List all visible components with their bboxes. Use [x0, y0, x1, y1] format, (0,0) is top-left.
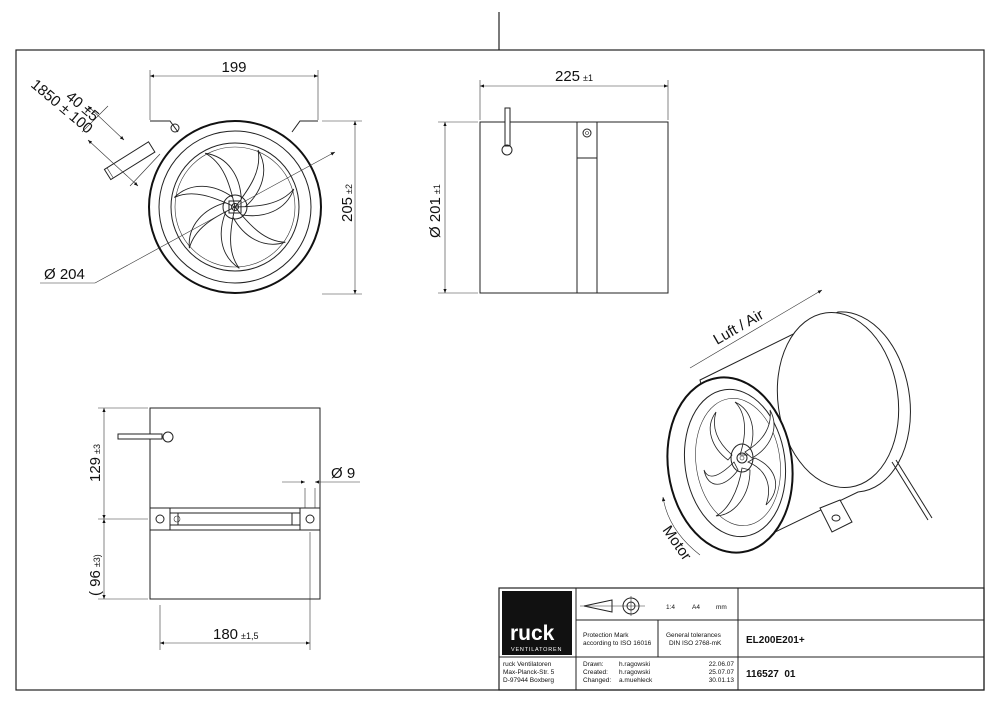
company-street: Max-Planck-Str. 5 [503, 669, 555, 676]
tolerance-standard: DIN ISO 2768-mK [669, 640, 722, 647]
ruck-logo [502, 591, 572, 655]
dim-diameter-204: Ø 204 [44, 266, 85, 283]
created-label: Created: [583, 669, 608, 676]
created-date: 25.07.07 [709, 669, 735, 676]
logo-text: ruck [510, 622, 555, 645]
drawn-by: h.ragowski [619, 661, 650, 668]
drawing-number: 116527 01 [746, 669, 796, 680]
bottom-view: 129±3 ( 96±3) Ø 9 180±1,5 [87, 407, 360, 650]
dim-base-180: 180±1,5 [213, 626, 258, 643]
dim-height-205: 205±2 [339, 184, 356, 222]
dim-width-199: 199 [221, 59, 246, 76]
unit: mm [716, 604, 727, 611]
changed-date: 30.01.13 [709, 677, 735, 684]
company-name: ruck Ventilatoren [503, 661, 552, 668]
side-view: 225±1 Ø 201±1 [427, 68, 669, 294]
iso-fan-blades [703, 401, 776, 517]
product-code: EL200E201+ [746, 635, 805, 646]
logo-subtext: VENTILATOREN [511, 647, 562, 653]
projection-symbol-icon [580, 596, 645, 616]
format: A4 [692, 604, 700, 611]
label-motor: Motor [659, 523, 695, 564]
company-city: D-97944 Boxberg [503, 677, 554, 684]
tolerance-label: General tolerances [666, 632, 722, 639]
dim-96: ( 96±3) [87, 554, 104, 596]
fan-blades [173, 149, 295, 269]
protection-mark: Protection Mark [583, 632, 629, 639]
front-view: 199 205±2 Ø 204 40 ±5 1850 ± 100 [27, 59, 362, 295]
dim-hole-9: Ø 9 [331, 465, 355, 482]
dim-129: 129±3 [87, 444, 104, 482]
dim-length-225: 225±1 [555, 68, 593, 85]
dim-diameter-201: Ø 201±1 [427, 184, 444, 238]
title-block: ruck VENTILATOREN 1:4 A4 mm Protection M… [498, 587, 985, 691]
protection-standard: according to ISO 16016 [583, 640, 652, 647]
drawn-label: Drawn: [583, 661, 604, 668]
changed-by: a.muehleck [619, 677, 653, 684]
scale: 1:4 [666, 604, 675, 611]
changed-label: Changed: [583, 677, 611, 684]
isometric-view: Luft / Air Motor [659, 289, 933, 564]
drawn-date: 22.06.07 [709, 661, 735, 668]
created-by: h.ragowski [619, 669, 650, 676]
